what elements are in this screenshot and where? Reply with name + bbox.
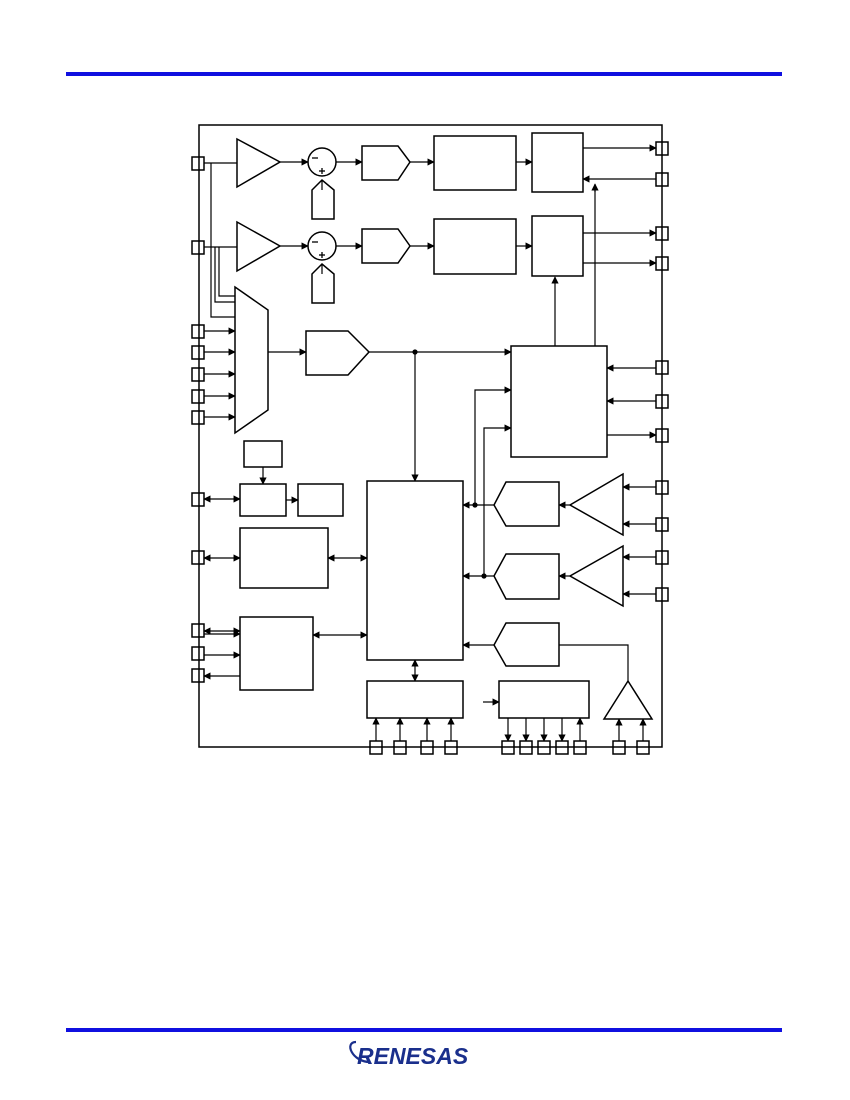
filter-block-2 <box>433 218 517 275</box>
logo-wordmark: RENESAS <box>357 1043 469 1069</box>
output-block-1 <box>531 132 584 193</box>
amplifier-1 <box>236 137 282 189</box>
oscillator-block <box>243 440 283 468</box>
filter-block-1 <box>433 135 517 191</box>
pin-left-11 <box>191 646 205 661</box>
pin-left-6 <box>191 389 205 404</box>
pin-left-1 <box>191 156 205 171</box>
output-block-2 <box>531 215 584 277</box>
pin-left-2 <box>191 240 205 255</box>
bottom-block-left <box>366 680 464 719</box>
bottom-block-right <box>498 680 590 719</box>
pin-left-9 <box>191 550 205 565</box>
serial-block <box>239 616 314 691</box>
comparator-2 <box>493 553 560 600</box>
amplifier-5 <box>602 679 654 720</box>
timer-block <box>297 483 344 517</box>
pin-left-10 <box>191 623 205 638</box>
amplifier-4 <box>568 544 624 608</box>
reference-source-2 <box>311 262 335 304</box>
control-logic-block <box>510 345 608 458</box>
chip-outline <box>198 124 663 748</box>
logo-swoosh <box>349 1040 371 1064</box>
adc-1 <box>361 145 411 181</box>
clock-block <box>239 483 287 517</box>
amplifier-3 <box>568 472 624 537</box>
processor-block <box>366 480 464 661</box>
interface-block <box>239 527 329 589</box>
renesas-logo-icon: RENESAS <box>349 1040 469 1069</box>
aux-adc <box>305 330 371 376</box>
pin-left-8 <box>191 492 205 507</box>
comparator-3 <box>493 622 560 667</box>
pin-left-4 <box>191 345 205 360</box>
pin-left-3 <box>191 324 205 339</box>
multiplexer <box>234 285 269 435</box>
amplifier-2 <box>236 220 282 273</box>
comparator-1 <box>493 481 560 527</box>
pin-left-12 <box>191 668 205 683</box>
reference-source-1 <box>311 178 335 220</box>
pin-left-7 <box>191 410 205 425</box>
header-rule <box>66 72 782 76</box>
adc-2 <box>361 228 411 264</box>
pin-left-5 <box>191 367 205 382</box>
footer-rule <box>66 1028 782 1032</box>
